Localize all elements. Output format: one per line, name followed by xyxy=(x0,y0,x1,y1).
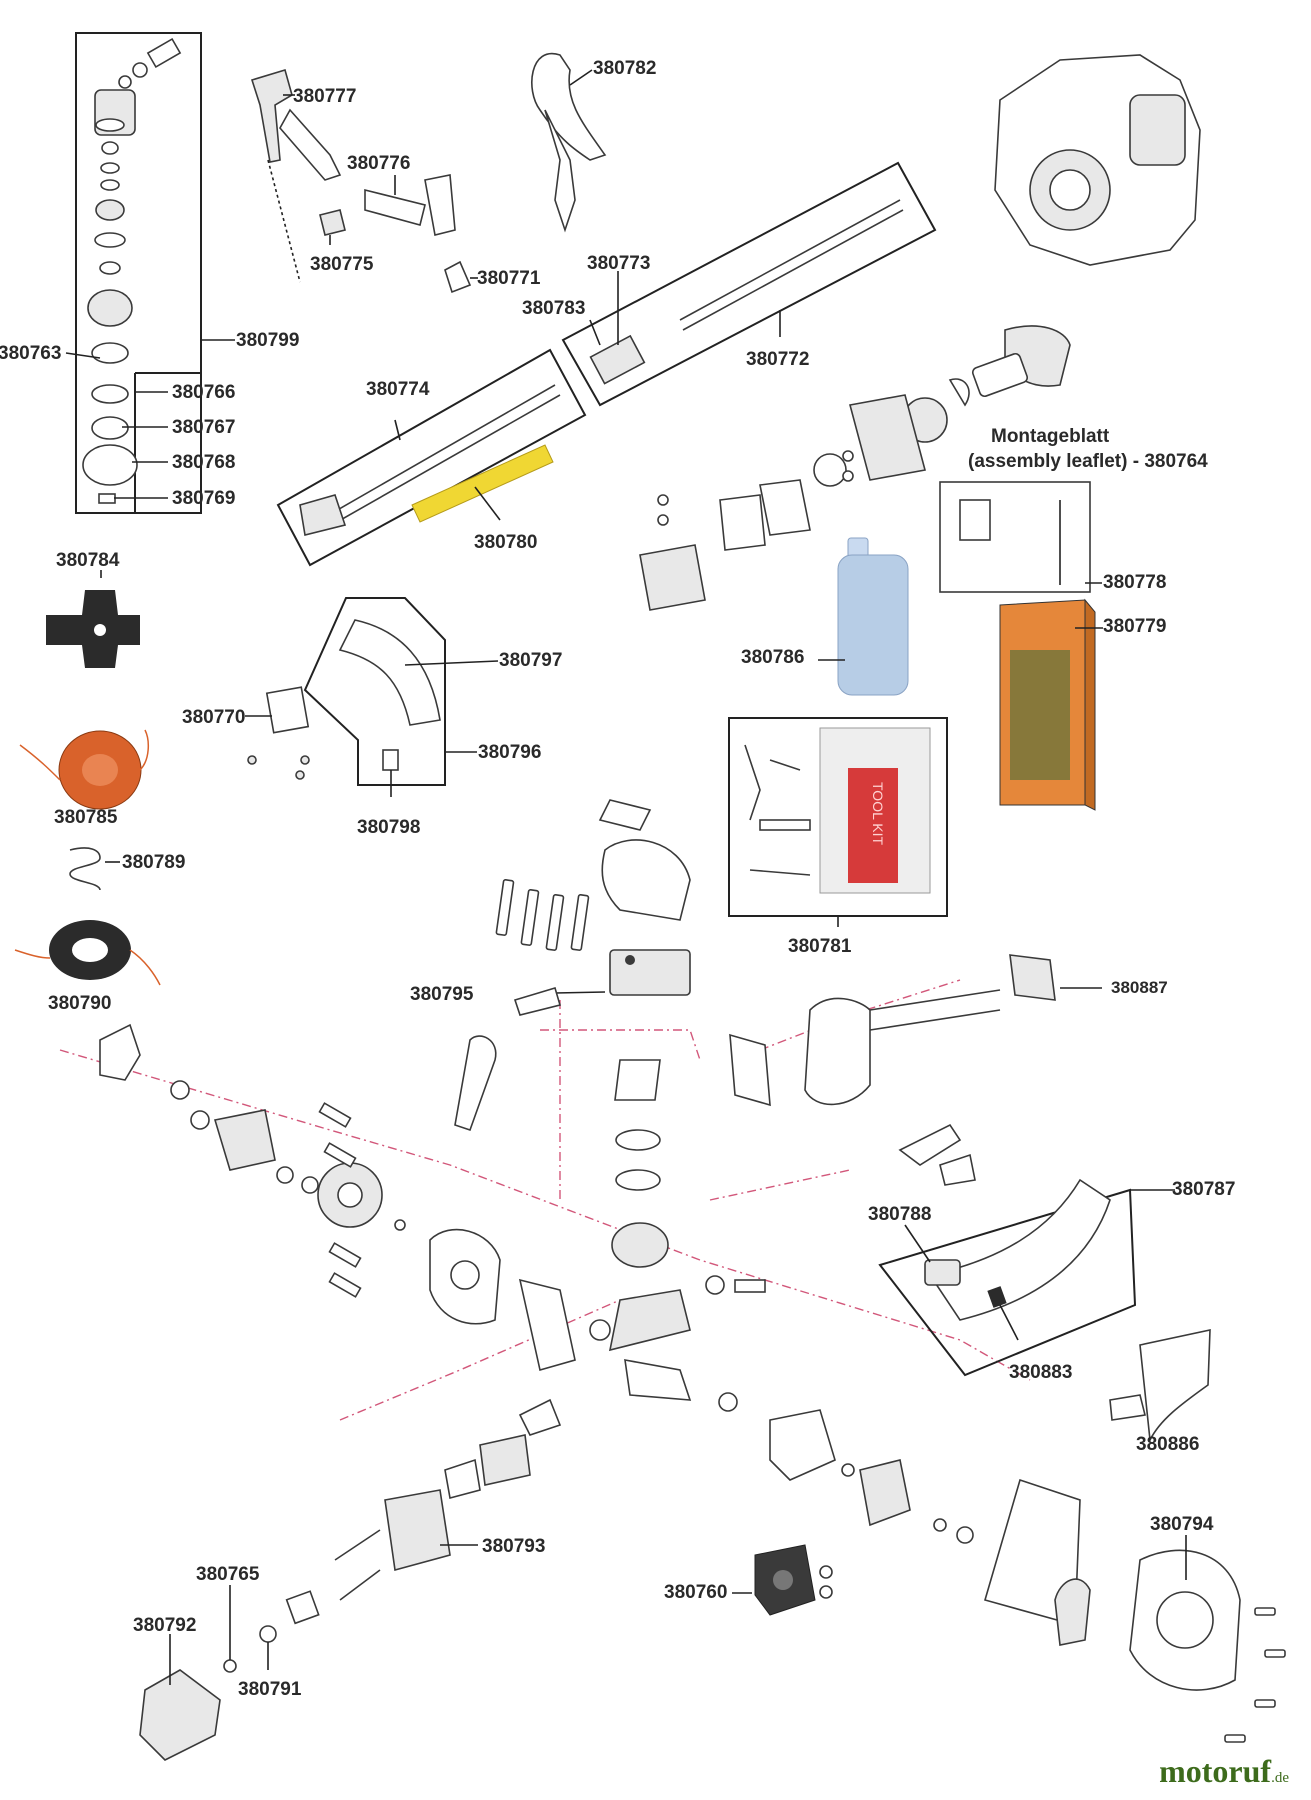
label-380771: 380771 xyxy=(477,268,541,289)
label-380795: 380795 xyxy=(410,984,474,1005)
gear-head-group: 380799 380763 380766 380767 380768 38076… xyxy=(0,32,299,514)
upper-shaft-group: 380771 380773 380783 380772 xyxy=(444,161,937,407)
label-380775: 380775 xyxy=(310,254,374,275)
cutting-heads-group: 380784 380785 380789 380790 xyxy=(14,550,185,1014)
label-380776: 380776 xyxy=(347,153,410,174)
label-380787: 380787 xyxy=(1172,1179,1235,1200)
label-380760: 380760 xyxy=(664,1582,727,1603)
carburetor-group: 380793 380765 380791 380792 xyxy=(133,1398,562,1761)
label-380783: 380783 xyxy=(522,298,585,319)
label-380774: 380774 xyxy=(366,379,430,400)
engine-group xyxy=(994,54,1201,266)
tank-group: 380787 380788 380883 xyxy=(868,1123,1235,1383)
label-380792: 380792 xyxy=(133,1615,196,1636)
label-380797: 380797 xyxy=(499,650,562,671)
label-380789: 380789 xyxy=(122,852,185,873)
label-380886: 380886 xyxy=(1136,1434,1199,1455)
label-380799: 380799 xyxy=(236,330,299,351)
strap-group: 380782 xyxy=(531,52,656,233)
label-380772: 380772 xyxy=(746,349,809,370)
label-380794: 380794 xyxy=(1150,1514,1214,1535)
leaflet-title: Montageblatt xyxy=(991,426,1110,447)
label-380796: 380796 xyxy=(478,742,541,763)
lower-shaft-group: 380780 380774 xyxy=(276,348,587,567)
label-380770: 380770 xyxy=(182,707,245,728)
label-380765: 380765 xyxy=(196,1564,260,1585)
label-380883: 380883 xyxy=(1009,1362,1072,1383)
label-380778: 380778 xyxy=(1103,572,1166,593)
label-380767: 380767 xyxy=(172,417,235,438)
muffler-group: 380887 xyxy=(729,954,1168,1107)
label-380887: 380887 xyxy=(1111,978,1168,997)
brand-name: motoruf xyxy=(1159,1753,1272,1789)
label-380786: 380786 xyxy=(741,647,804,668)
tool-kit-group: TOOL KIT 380781 xyxy=(728,717,948,957)
label-380766: 380766 xyxy=(172,382,235,403)
label-380790: 380790 xyxy=(48,993,111,1014)
engine-exploded-group: 380795 xyxy=(59,799,1031,1544)
leaflet-box-group: Montageblatt (assembly leaflet) - 380764… xyxy=(939,426,1208,811)
handle-group: 380777 380776 380775 xyxy=(250,68,456,283)
label-380773: 380773 xyxy=(587,253,650,274)
cover-plate-group: 380760 xyxy=(664,1544,833,1616)
brand-watermark: motoruf.de xyxy=(1159,1753,1289,1790)
clutch-housing-group xyxy=(639,325,1071,611)
label-380781: 380781 xyxy=(788,936,852,957)
label-380777: 380777 xyxy=(293,86,356,107)
label-380793: 380793 xyxy=(482,1536,545,1557)
label-380791: 380791 xyxy=(238,1679,302,1700)
label-380769: 380769 xyxy=(172,488,235,509)
label-380784: 380784 xyxy=(56,550,120,571)
tool-kit-text: TOOL KIT xyxy=(870,782,886,845)
label-380779: 380779 xyxy=(1103,616,1166,637)
label-380785: 380785 xyxy=(54,807,118,828)
guard-group: 380797 380770 380796 380798 xyxy=(182,597,562,838)
label-380788: 380788 xyxy=(868,1204,931,1225)
label-380780: 380780 xyxy=(474,532,537,553)
brand-suffix: .de xyxy=(1271,1770,1289,1786)
leaflet-subtitle: (assembly leaflet) - 380764 xyxy=(968,451,1208,472)
label-380768: 380768 xyxy=(172,452,235,473)
label-380798: 380798 xyxy=(357,817,420,838)
oil-bottle-group: 380786 xyxy=(741,537,909,696)
starter-group: 380794 xyxy=(984,1478,1286,1743)
label-380782: 380782 xyxy=(593,58,656,79)
side-cover-group: 380886 xyxy=(1109,1329,1211,1455)
label-380763: 380763 xyxy=(0,343,61,364)
